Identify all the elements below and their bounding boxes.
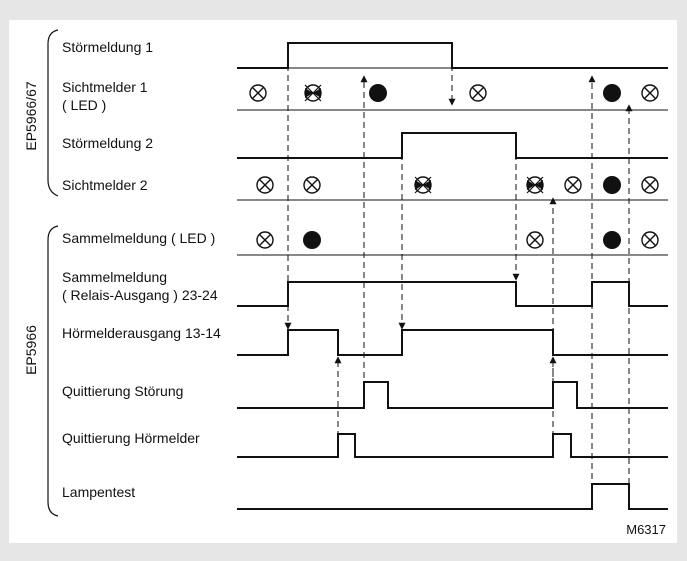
led-off-icon <box>526 231 544 249</box>
label-sammelmeldung-led: Sammelmeldung ( LED ) <box>62 230 215 246</box>
label-quittierung-stoerung: Quittierung Störung <box>62 383 183 399</box>
led-off-icon <box>641 84 659 102</box>
figure-code: M6317 <box>626 522 666 537</box>
label-stoermeldung-2: Störmeldung 2 <box>62 135 153 151</box>
label-sichtmelder-1-line2: ( LED ) <box>62 97 106 113</box>
label-quittierung-hoermelder: Quittierung Hörmelder <box>62 430 200 446</box>
led-off-icon <box>249 84 267 102</box>
led-off-icon <box>564 176 582 194</box>
led-off-icon <box>303 176 321 194</box>
wave-stoermeldung-2 <box>237 132 668 159</box>
label-sichtmelder-2: Sichtmelder 2 <box>62 177 148 193</box>
group-label-top: EP5966/67 <box>23 81 39 150</box>
led-flashing-icon <box>526 176 544 194</box>
wave-stoermeldung-1 <box>237 42 668 69</box>
group-label-bottom: EP5966 <box>23 325 39 375</box>
label-sammelmeldung-relais-line1: Sammelmeldung <box>62 269 167 285</box>
led-off-icon <box>256 176 274 194</box>
wave-lampentest <box>237 483 668 510</box>
led-off-icon <box>641 231 659 249</box>
led-off-icon <box>469 84 487 102</box>
led-on-icon <box>603 176 621 194</box>
label-lampentest: Lampentest <box>62 484 135 500</box>
led-on-icon <box>303 231 321 249</box>
group-brace-top <box>47 29 59 197</box>
led-flashing-icon <box>414 176 432 194</box>
led-on-icon <box>369 84 387 102</box>
label-sammelmeldung-relais-line2: ( Relais-Ausgang ) 23-24 <box>62 287 218 303</box>
group-brace-bottom <box>47 225 59 517</box>
led-on-icon <box>603 84 621 102</box>
led-on-icon <box>603 231 621 249</box>
led-flashing-icon <box>304 84 322 102</box>
label-stoermeldung-1: Störmeldung 1 <box>62 39 153 55</box>
label-hoermelderausgang: Hörmelderausgang 13-14 <box>62 325 221 341</box>
led-off-icon <box>641 176 659 194</box>
led-off-icon <box>256 231 274 249</box>
label-sichtmelder-1-line1: Sichtmelder 1 <box>62 79 148 95</box>
